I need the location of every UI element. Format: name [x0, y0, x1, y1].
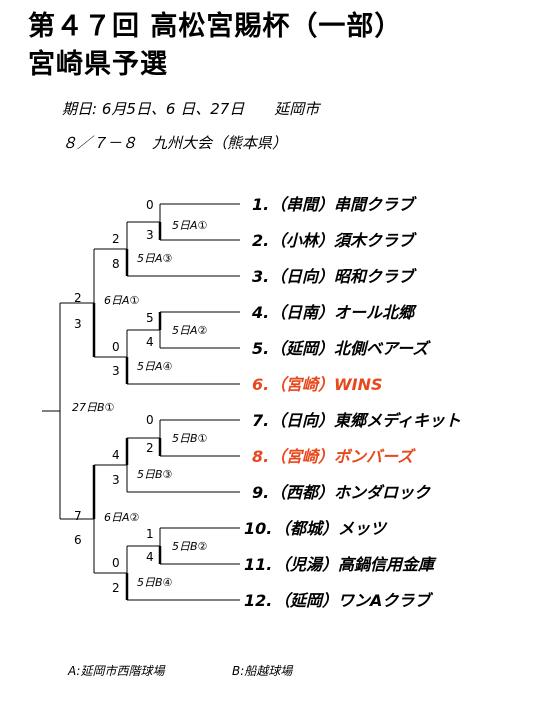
kyushu-info: ８／７－８ 九州大会（熊本県） — [62, 134, 288, 152]
team-name: （日南）オール北郷 — [270, 303, 417, 322]
team-num: 7. — [252, 411, 269, 430]
team-num: 2. — [252, 231, 269, 250]
game-slot: 6日A② — [104, 511, 140, 524]
schedule-info: 期日: 6月5日、6 日、27日 延岡市 — [62, 100, 320, 118]
score: 3 — [112, 473, 120, 487]
team-name: （延岡）ワンAクラブ — [274, 591, 433, 610]
team-name: （日向）昭和クラブ — [270, 267, 417, 286]
game-slot: 5日B④ — [137, 576, 173, 589]
team-num: 4. — [251, 303, 269, 322]
score: 2 — [146, 441, 154, 455]
game-slot: 5日A③ — [137, 252, 173, 265]
bracket-line — [42, 302, 94, 520]
team-name: （都城）メッツ — [274, 519, 388, 538]
team-name: （宮崎）ボンバーズ — [270, 447, 416, 466]
page-title: 第４７回 高松宮賜杯（一部） — [28, 11, 403, 42]
score: 3 — [112, 364, 120, 378]
score: 0 — [112, 340, 120, 354]
game-slot: 5日B② — [172, 540, 208, 553]
team-num: 5. — [252, 339, 269, 358]
team-name: （延岡）北側ベアーズ — [270, 339, 431, 358]
team-num: 6. — [252, 375, 269, 394]
score: 1 — [146, 527, 154, 541]
bracket-line — [126, 437, 240, 493]
game-slot: 5日A④ — [137, 360, 173, 373]
team-num: 9. — [252, 483, 269, 502]
game-slot: 6日A① — [104, 294, 140, 307]
page-subtitle: 宮崎県予選 — [28, 49, 168, 80]
game-slot: 5日A② — [172, 324, 208, 337]
team-name: （串間）串間クラブ — [270, 195, 417, 214]
score: 3 — [74, 317, 82, 331]
score: 3 — [146, 228, 154, 242]
team-num: 8. — [252, 447, 269, 466]
score: 0 — [146, 413, 154, 427]
bracket-line — [126, 329, 240, 385]
score: 7 — [74, 509, 82, 523]
score: 2 — [112, 232, 120, 246]
score: 2 — [112, 581, 120, 595]
team-name: （児湯）高鍋信用金庫 — [274, 555, 437, 574]
score: 0 — [146, 198, 154, 212]
game-slot: 27日B① — [72, 401, 115, 414]
game-slot: 5日A① — [172, 219, 208, 232]
score: 0 — [112, 556, 120, 570]
score: 4 — [146, 550, 154, 564]
team-num: 10. — [244, 519, 272, 538]
team-num: 12. — [244, 591, 272, 610]
team-num: 11. — [244, 555, 272, 574]
score: 4 — [146, 335, 154, 349]
team-name: （宮崎）WINS — [270, 375, 383, 394]
team-name: （西都）ホンダロック — [270, 483, 431, 502]
game-slot: 5日B① — [172, 432, 208, 445]
score: 2 — [74, 291, 82, 305]
score: 8 — [112, 257, 120, 271]
team-name: （日向）東郷メディキット — [270, 411, 461, 430]
team-name: （小林）須木クラブ — [270, 231, 417, 250]
score: 5 — [146, 311, 154, 325]
venue-b-note: B:船越球場 — [232, 664, 293, 678]
venue-a-note: A:延岡市西階球場 — [68, 664, 165, 678]
team-num: 1. — [252, 195, 269, 214]
score: 4 — [112, 448, 120, 462]
game-slot: 5日B③ — [137, 468, 173, 481]
bracket-line — [126, 545, 240, 601]
score: 6 — [74, 533, 82, 547]
team-num: 3. — [252, 267, 269, 286]
